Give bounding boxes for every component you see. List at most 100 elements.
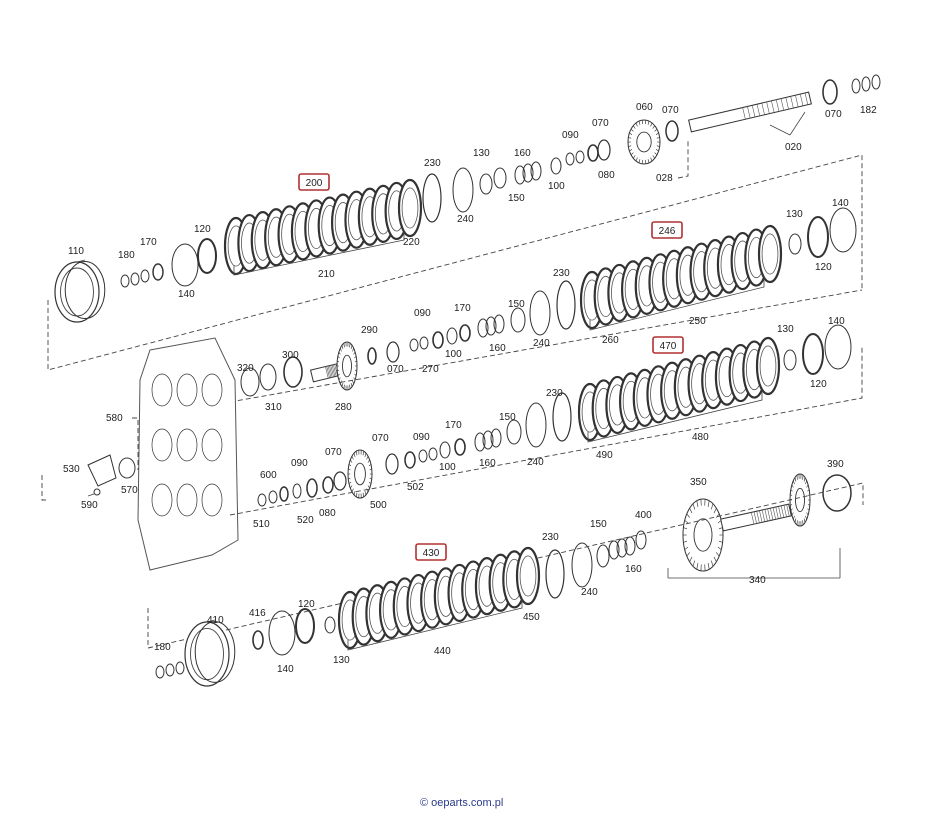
gear-tooth [366,456,369,460]
gear-tooth [350,345,353,350]
highlight-box-430 [415,543,447,561]
callout-070: 070 [592,118,609,129]
oring-510 [268,490,278,504]
gear-tooth [337,355,340,359]
gear-tooth [352,348,355,352]
gear-tooth [367,459,370,463]
gear-tooth [353,377,356,381]
spline-mark [753,511,757,524]
gear-hub [354,462,366,486]
dashed-guide-row2 [229,289,863,403]
dashed-guide-row4 [147,482,864,649]
callout-100: 100 [548,181,565,192]
gear-tooth [713,508,717,514]
gear-tooth [686,552,691,557]
callout-070: 070 [662,105,679,116]
gear-tooth [650,157,653,162]
ring-130 [788,233,802,255]
dashed-guide-left [41,475,47,501]
ring-130 [324,616,336,634]
gear-tooth [343,343,345,348]
gear-tooth [337,369,340,372]
callout-140: 140 [178,289,195,300]
bearing-416 [252,630,264,650]
housing-bore [151,373,173,407]
callout-130: 130 [786,209,803,220]
spline-mark [330,365,334,378]
ring-130 [783,349,797,371]
gear-tooth [794,518,797,523]
callout-080: 080 [598,170,615,181]
callout-020: 020 [785,142,802,153]
gear-tooth [349,343,351,348]
spline-mark [778,506,782,519]
callout-110: 110 [68,246,84,257]
spline-mark [775,506,779,519]
gear-tooth [630,152,634,156]
ring-320 [240,367,260,397]
bearing-270 [432,331,444,349]
spline-mark [334,364,338,377]
gear-060 [627,119,661,165]
plate-230 [556,280,576,330]
spline-mark [759,510,763,523]
gear-tooth [807,508,810,511]
gear-tooth [806,484,809,488]
spline-mark [747,106,751,119]
gear-tooth [368,481,372,485]
callout-600: 600 [260,470,277,481]
gear-tooth [354,355,357,359]
bearing-390 [822,474,852,512]
oring-570 [118,457,136,479]
callout-270: 270 [422,364,439,375]
callout-590: 590 [81,500,98,511]
housing-bore [176,483,198,517]
seal-160 [608,540,620,560]
gear-tooth [802,520,804,525]
gear-tooth [351,456,354,460]
callout-160: 160 [625,564,642,575]
gear-tooth [807,504,810,506]
gear-tooth [351,488,354,492]
o-ring-180 [175,661,185,675]
gear-tooth [791,484,794,488]
gear-tooth [652,155,655,159]
ring-part [624,536,636,556]
callout-180: 180 [154,642,171,653]
ring-150 [596,544,610,568]
group-bracket [233,230,405,276]
spline-mark [764,509,768,522]
callout-500: 500 [370,500,387,511]
highlight-callout-470: 470 [660,341,677,352]
ring-part [257,493,267,507]
ring-part [485,316,497,336]
ring-240 [529,290,551,336]
ring-part [474,432,486,452]
gear-tooth [354,360,357,363]
spline-mark [327,365,332,378]
callout-070: 070 [372,433,389,444]
gear-tooth [696,500,699,507]
gear-tooth [348,463,352,467]
callout-150: 150 [499,412,516,423]
plate-230 [422,173,442,223]
callout-310: 310 [265,402,282,413]
callout-390: 390 [827,459,844,470]
bearing-520 [306,478,318,498]
spline-mark [325,366,329,379]
seal-160 [493,314,505,334]
drum-410 [184,621,230,687]
plate-230 [545,549,565,599]
cover-530 [87,454,117,487]
watermark: © oeparts.com.pl [420,797,503,809]
callout-070: 070 [387,364,404,375]
ring-part [155,665,165,679]
callout-130: 130 [473,148,490,159]
ring-100 [439,441,451,459]
callout-240: 240 [527,457,544,468]
gear-340b [789,473,811,527]
gear-tooth [337,360,340,363]
callout-320: 320 [237,363,254,374]
ring-140 [171,243,199,287]
callout-410: 410 [207,615,224,626]
